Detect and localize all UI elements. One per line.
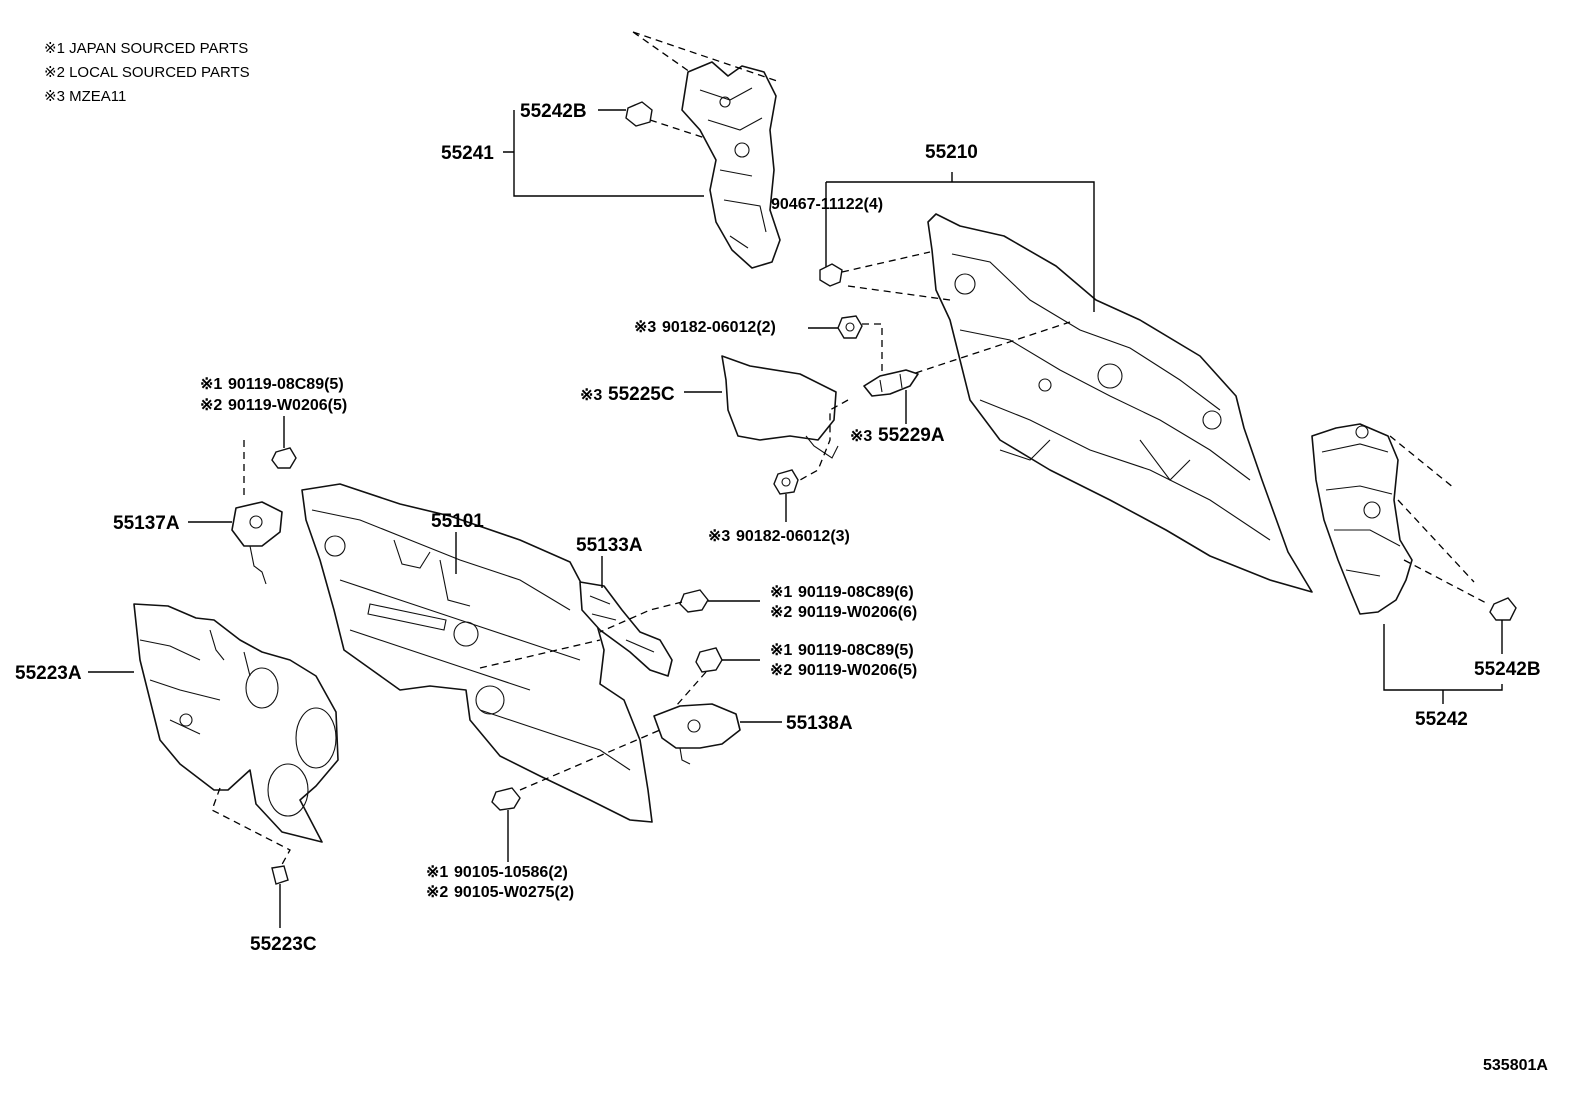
- note-japan-sourced: ※1 JAPAN SOURCED PARTS: [44, 40, 248, 57]
- label-90119-W0206-6: 90119-W0206(6): [798, 604, 917, 621]
- label-mark2-6: ※2: [770, 604, 792, 621]
- part-55138A-drawing: [653, 703, 741, 765]
- label-55242B-top: 55242B: [520, 101, 587, 122]
- dash-90182-2: [862, 323, 883, 376]
- clip-55223C: [271, 865, 289, 885]
- clip-55242B-top: [625, 101, 653, 127]
- part-55137A-drawing: [231, 501, 283, 585]
- label-mark1-90105: ※1: [426, 864, 448, 881]
- part-55210-drawing: [927, 213, 1313, 593]
- dash-55101: [479, 639, 661, 791]
- label-55229A: 55229A: [878, 425, 945, 446]
- part-55225C-drawing: [721, 355, 839, 459]
- label-mark2-left: ※2: [200, 397, 222, 414]
- part-55242-drawing: [1311, 423, 1413, 615]
- dash-55229A: [799, 399, 849, 481]
- label-55223A: 55223A: [15, 663, 82, 684]
- bracket-55242: [1383, 624, 1503, 704]
- bolt-90105: [491, 787, 521, 811]
- diagram-id: 535801A: [1483, 1057, 1548, 1074]
- bolt-90119-6: [679, 589, 709, 613]
- bracket-55210: [825, 172, 1095, 312]
- part-55229A-drawing: [863, 369, 919, 397]
- label-mark3-55229A: ※3: [850, 428, 872, 445]
- label-90182-2: 90182-06012(2): [662, 319, 776, 336]
- label-mark3-90182-3: ※3: [708, 528, 730, 545]
- dash-55223C: [211, 787, 291, 869]
- label-90119-08C89-5-left: 90119-08C89(5): [228, 376, 344, 393]
- label-mark1-5-right: ※1: [770, 642, 792, 659]
- label-90182-3: 90182-06012(3): [736, 528, 850, 545]
- label-55101: 55101: [431, 511, 484, 532]
- label-90105-10586: 90105-10586(2): [454, 864, 568, 881]
- label-55138A: 55138A: [786, 713, 853, 734]
- label-mark2-90105: ※2: [426, 884, 448, 901]
- label-55225C: 55225C: [608, 384, 675, 405]
- label-90105-W0275: 90105-W0275(2): [454, 884, 574, 901]
- note-mzea11: ※3 MZEA11: [44, 88, 126, 105]
- label-mark3-55225C: ※3: [580, 387, 602, 404]
- label-90119-08C89-6: 90119-08C89(6): [798, 584, 914, 601]
- bolt-90119-left: [271, 447, 297, 469]
- label-90467: 90467-11122(4): [771, 196, 883, 213]
- label-90119-W0206-5-right: 90119-W0206(5): [798, 662, 917, 679]
- label-mark1-left: ※1: [200, 376, 222, 393]
- dash-55210: [841, 251, 1071, 389]
- label-90119-W0206-5-left: 90119-W0206(5): [228, 397, 347, 414]
- part-55241-drawing: [681, 61, 781, 269]
- label-55241: 55241: [441, 143, 494, 164]
- label-mark2-5-right: ※2: [770, 662, 792, 679]
- clip-55242B-right: [1489, 597, 1517, 621]
- part-55223A-drawing: [133, 603, 339, 843]
- label-55242B-right: 55242B: [1474, 659, 1541, 680]
- label-55223C: 55223C: [250, 934, 317, 955]
- dash-55242: [1389, 435, 1489, 605]
- label-90119-08C89-5-right: 90119-08C89(5): [798, 642, 914, 659]
- dash-90119-5-right: [675, 671, 707, 707]
- label-55133A: 55133A: [576, 535, 643, 556]
- label-55210: 55210: [925, 142, 978, 163]
- part-55101-drawing: [301, 483, 653, 823]
- clip-90467: [819, 263, 843, 287]
- part-55133A-drawing: [579, 581, 673, 677]
- label-55242: 55242: [1415, 709, 1468, 730]
- nut-90182-2: [837, 315, 863, 339]
- bracket-55241: [503, 110, 704, 197]
- dash-55241: [632, 31, 781, 139]
- nut-90182-3: [773, 469, 799, 495]
- label-55137A: 55137A: [113, 513, 180, 534]
- bolt-90119-5-right: [695, 647, 723, 673]
- label-mark1-6: ※1: [770, 584, 792, 601]
- note-local-sourced: ※2 LOCAL SOURCED PARTS: [44, 64, 250, 81]
- label-mark3-90182-2: ※3: [634, 319, 656, 336]
